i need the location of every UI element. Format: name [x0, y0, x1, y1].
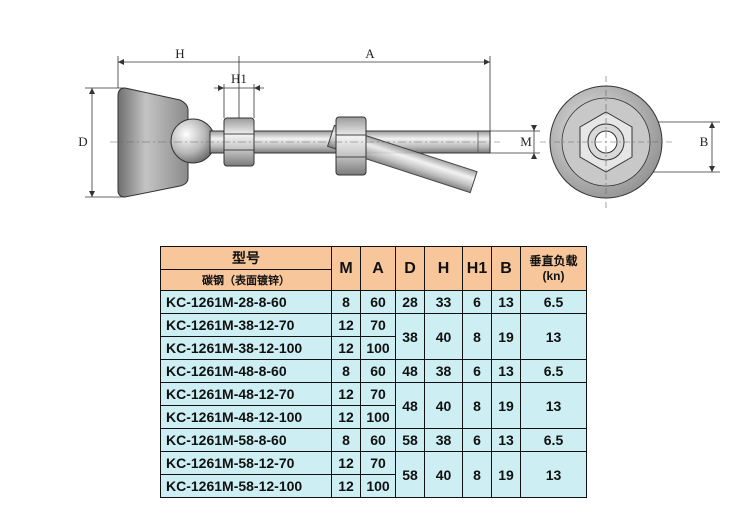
cell-model: KC-1261M-48-8-60	[160, 359, 332, 383]
header-h1: H1	[462, 246, 492, 291]
cell-m: 12	[331, 405, 361, 429]
cell-m: 8	[331, 428, 361, 452]
cell-d: 48	[395, 359, 425, 383]
cell-load: 13	[520, 382, 587, 429]
cell-model: KC-1261M-48-12-100	[160, 405, 332, 429]
cell-d: 58	[395, 451, 425, 498]
cell-b: 19	[491, 382, 521, 429]
cell-b: 13	[491, 359, 521, 383]
table-row: KC-1261M-58-12-100 12 100	[160, 474, 587, 498]
header-material: 碳钢（表面镀锌）	[160, 269, 332, 291]
cell-h1: 6	[462, 428, 492, 452]
cell-m: 12	[331, 474, 361, 498]
cell-a: 100	[360, 336, 396, 360]
cell-a: 70	[360, 451, 396, 475]
cell-load: 13	[520, 313, 587, 360]
cell-a: 60	[360, 428, 396, 452]
cell-load: 6.5	[520, 428, 587, 452]
leveling-base	[117, 87, 189, 198]
table-row: KC-1261M-48-12-100 12 100	[160, 405, 587, 429]
dim-label-d: D	[78, 134, 87, 149]
cell-model: KC-1261M-28-8-60	[160, 290, 332, 314]
cell-m: 12	[331, 382, 361, 406]
dim-label-b: B	[700, 134, 709, 149]
dim-label-a: A	[365, 46, 375, 61]
cell-h: 40	[424, 313, 463, 360]
cell-a: 100	[360, 405, 396, 429]
ball-joint	[170, 118, 216, 164]
cell-model: KC-1261M-38-12-100	[160, 336, 332, 360]
cell-b: 19	[491, 313, 521, 360]
cell-h1: 8	[462, 382, 492, 429]
cell-m: 8	[331, 290, 361, 314]
header-a: A	[360, 246, 396, 291]
cell-h: 40	[424, 451, 463, 498]
cell-a: 60	[360, 359, 396, 383]
header-h: H	[424, 246, 463, 291]
cell-a: 70	[360, 382, 396, 406]
cell-a: 60	[360, 290, 396, 314]
cell-load: 6.5	[520, 359, 587, 383]
cell-model: KC-1261M-58-12-100	[160, 474, 332, 498]
cell-h: 38	[424, 428, 463, 452]
cell-model: KC-1261M-38-12-70	[160, 313, 332, 337]
cell-model: KC-1261M-48-12-70	[160, 382, 332, 406]
spec-table: 型号 M A D H H1 B 垂直负载 (kn) 碳钢（表面镀锌） KC-12…	[160, 246, 587, 498]
dim-label-h1: H1	[231, 71, 247, 86]
cell-h: 33	[424, 290, 463, 314]
cell-h1: 6	[462, 359, 492, 383]
cell-h1: 6	[462, 290, 492, 314]
cell-a: 70	[360, 313, 396, 337]
header-b: B	[491, 246, 521, 291]
cell-model: KC-1261M-58-8-60	[160, 428, 332, 452]
cell-d: 58	[395, 428, 425, 452]
cell-load: 6.5	[520, 290, 587, 314]
table-row: KC-1261M-58-8-60 8 60 58 38 6 13 6.5	[160, 428, 587, 452]
header-m: M	[331, 246, 361, 291]
cell-model: KC-1261M-58-12-70	[160, 451, 332, 475]
cell-m: 12	[331, 336, 361, 360]
side-view	[110, 87, 500, 198]
header-load-line1: 垂直负载	[529, 253, 578, 268]
cell-h1: 8	[462, 313, 492, 360]
technical-drawing: H A H1 D M B	[78, 46, 720, 208]
dim-label-m: M	[520, 134, 532, 149]
header-d: D	[395, 246, 425, 291]
header-model: 型号	[160, 246, 332, 270]
cell-b: 19	[491, 451, 521, 498]
cell-m: 12	[331, 313, 361, 337]
cell-d: 28	[395, 290, 425, 314]
table-row: KC-1261M-38-12-100 12 100	[160, 336, 587, 360]
dim-label-h: H	[175, 46, 184, 61]
cell-h: 40	[424, 382, 463, 429]
cell-load: 13	[520, 451, 587, 498]
cell-h: 38	[424, 359, 463, 383]
end-view	[540, 76, 672, 208]
cell-m: 8	[331, 359, 361, 383]
table-row: KC-1261M-38-12-70 12 70 38 40 8 19 13	[160, 313, 587, 360]
cell-h1: 8	[462, 451, 492, 498]
cell-m: 12	[331, 451, 361, 475]
hex-nut	[335, 116, 367, 176]
header-load: 垂直负载 (kn)	[520, 246, 587, 291]
cell-a: 100	[360, 474, 396, 498]
header-load-line2: (kn)	[542, 268, 565, 283]
table-row: KC-1261M-58-12-70 12 70 58 40 8 19 13	[160, 451, 587, 498]
table-row: KC-1261M-48-12-70 12 70 48 40 8 19 13	[160, 382, 587, 429]
cell-b: 13	[491, 428, 521, 452]
table-row: KC-1261M-48-8-60 8 60 48 38 6 13 6.5	[160, 359, 587, 383]
table-row: KC-1261M-28-8-60 8 60 28 33 6 13 6.5	[160, 290, 587, 314]
cell-d: 38	[395, 313, 425, 360]
cell-d: 48	[395, 382, 425, 429]
cell-b: 13	[491, 290, 521, 314]
